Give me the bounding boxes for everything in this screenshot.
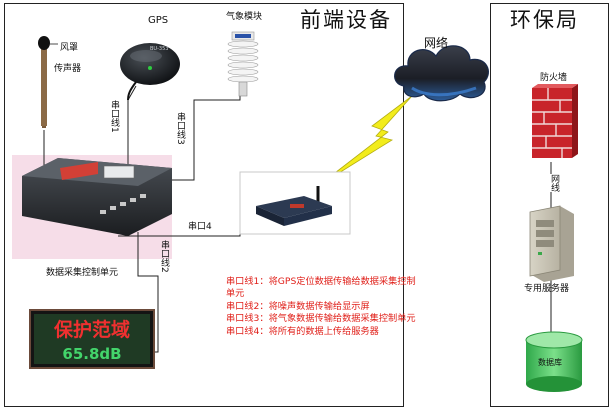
- serial1-label: 串口线1: [109, 100, 119, 133]
- collector-label: 数据采集控制单元: [46, 268, 119, 278]
- bureau-region-box: [490, 3, 609, 407]
- server-label: 专用服务器: [524, 284, 570, 294]
- server-icon: [529, 205, 574, 282]
- gps-brand-text: BU-353: [150, 46, 169, 52]
- microphone-label: 传声器: [54, 64, 82, 74]
- bureau-region-title: 环保局: [510, 8, 579, 32]
- firewall-icon: [532, 84, 578, 158]
- led-display-icon: 保护范域 65.8dB: [29, 309, 155, 369]
- dtu-modem-icon: [239, 171, 351, 235]
- database-label: 数据库: [538, 358, 562, 367]
- led-bottom-text: 65.8dB: [62, 345, 121, 363]
- serial-description-list: 串口线1：将GPS定位数据传输给数据采集控制单元 串口线2：将噪声数据传输给显示…: [226, 276, 421, 338]
- serial4-label: 串口4: [188, 222, 212, 232]
- gps-receiver-icon: [120, 43, 180, 101]
- description-item: 串口线4：将所有的数据上传给服务器: [226, 325, 379, 337]
- description-item: 串口线1：将GPS定位数据传输给数据采集控制单元: [226, 276, 416, 300]
- network-cloud: [394, 45, 489, 102]
- description-item: 串口线3：将气象数据传输给数据采集控制单元: [226, 313, 416, 325]
- serial3-label: 串口线3: [175, 112, 185, 145]
- wire-serial2: [137, 232, 159, 353]
- lan-label: 网线: [548, 174, 561, 192]
- gps-label: GPS: [148, 15, 169, 26]
- frontend-region-box: [4, 3, 404, 407]
- weather-label: 气象模块: [226, 12, 263, 22]
- database-icon: [525, 331, 583, 392]
- collector-device-icon: [22, 158, 172, 236]
- firewall-label: 防火墙: [540, 73, 568, 83]
- serial2-label: 串口线2: [159, 240, 169, 273]
- description-item: 串口线2：将噪声数据传输给显示屏: [226, 300, 370, 312]
- weather-module-icon: [227, 31, 259, 97]
- windscreen-label: 风罩: [60, 43, 79, 53]
- network-label: 网络: [424, 36, 449, 50]
- microphone-icon: [38, 36, 58, 128]
- frontend-region-title: 前端设备: [300, 8, 392, 32]
- led-top-text: 保护范域: [53, 318, 130, 341]
